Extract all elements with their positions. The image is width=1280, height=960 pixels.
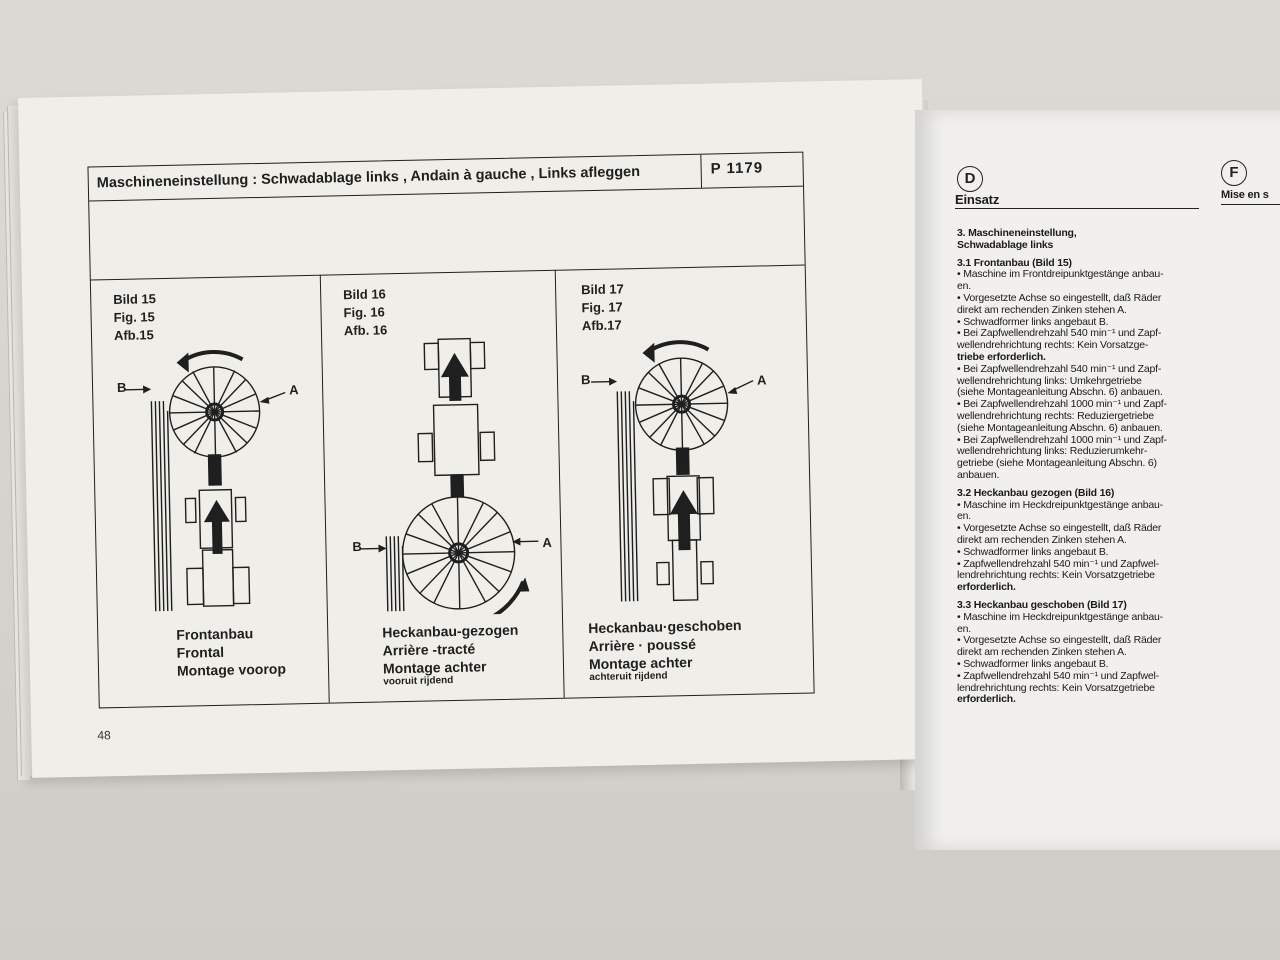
figure-label: Bild 17 <box>580 281 624 298</box>
instruction-line: • Schwadformer links angebaut B. <box>957 658 1109 670</box>
column-heading: Einsatz <box>955 192 1000 207</box>
left-page: Maschineneinstellung : Schwadablage link… <box>18 79 937 778</box>
instruction-line: • Schwadformer links angebaut B. <box>957 545 1109 558</box>
figure-15-diagram <box>125 349 286 612</box>
instruction-line: • Maschine im Heckdreipunktgestänge anba… <box>957 610 1163 623</box>
instruction-line: lendrehrichtung rechts: Kein Vorsatzgetr… <box>957 681 1155 694</box>
marker-b: B <box>580 372 591 388</box>
column-heading: Mise en s <box>1221 189 1269 201</box>
instruction-line: en. <box>957 510 971 523</box>
figure-15-labels: Bild 15 Fig. 15 Afb.15 <box>113 290 157 345</box>
instruction-line: • Vorgesetzte Achse so eingestellt, daß … <box>957 634 1162 647</box>
figure-row-divider <box>90 264 805 281</box>
instruction-line: erforderlich. <box>957 693 1016 706</box>
instruction-line: • Maschine im Frontdreipunktgestänge anb… <box>957 268 1164 281</box>
caption-line: Frontal <box>176 643 225 661</box>
instruction-line: 3.3 Heckanbau geschoben (Bild 17) <box>957 599 1127 611</box>
instruction-line: wellendrehrichtung links: Reduzierumkehr… <box>957 445 1148 458</box>
caption-line: Montage voorop <box>176 660 287 679</box>
instruction-line: direkt am rechenden Zinken stehen A. <box>957 303 1127 316</box>
instruction-line: (siehe Montageanleitung Abschn. 6) anbau… <box>957 386 1163 399</box>
instruction-line: (siehe Montageanleitung Abschn. 6) anbau… <box>957 421 1163 434</box>
figure-17-caption: Heckanbau·geschoben Arrière · poussé Mon… <box>588 616 743 683</box>
figure-16-labels: Bild 16 Fig. 16 Afb. 16 <box>343 285 387 340</box>
header-title: Maschineneinstellung : Schwadablage link… <box>96 163 641 192</box>
heading-rule <box>955 208 1199 209</box>
marker-b: B <box>352 538 363 555</box>
caption-line: Heckanbau·geschoben <box>588 616 742 637</box>
instruction-line: • Bei Zapfwellendrehzahl 1000 min⁻¹ und … <box>957 433 1167 446</box>
instruction-line: direkt am rechenden Zinken stehen A. <box>957 534 1127 546</box>
instruction-line: wellendrehrichtung rechts: Kein Vorsatzg… <box>957 339 1149 352</box>
marker-b: B <box>116 379 127 395</box>
marker-a: A <box>542 534 552 551</box>
instruction-line: en. <box>957 280 971 293</box>
right-page: D Einsatz 3. Maschineneinstellung, Schwa… <box>915 110 1280 850</box>
instruction-line: • Bei Zapfwellendrehzahl 540 min⁻¹ und Z… <box>957 362 1162 375</box>
figure-17-diagram <box>591 340 754 602</box>
header-code: P 1179 <box>710 159 764 178</box>
instruction-line: 3.2 Heckanbau gezogen (Bild 16) <box>957 486 1115 499</box>
instruction-line: 3. Maschineneinstellung, <box>957 227 1077 239</box>
caption-small: achteruit rijdend <box>589 670 668 684</box>
figure-table: Maschineneinstellung : Schwadablage link… <box>87 151 815 709</box>
instruction-line: • Schwadformer links angebaut B. <box>957 315 1109 328</box>
figure-label: Fig. 15 <box>113 309 155 326</box>
language-badge-d: D <box>957 166 983 192</box>
instruction-line: • Vorgesetzte Achse so eingestellt, daß … <box>957 292 1162 304</box>
instruction-line: Schwadablage links <box>957 238 1054 251</box>
instruction-line: direkt am rechenden Zinken stehen A. <box>957 646 1127 659</box>
instruction-line: • Vorgesetzte Achse so eingestellt, daß … <box>957 522 1162 535</box>
instruction-line: getriebe (siehe Montageanleitung Abschn.… <box>957 457 1157 470</box>
instruction-line: wellendrehrichtung rechts: Reduziergetri… <box>957 410 1154 422</box>
figure-label: Fig. 17 <box>581 299 623 316</box>
instruction-line: • Zapfwellendrehzahl 540 min⁻¹ und Zapfw… <box>957 669 1159 682</box>
heading-rule <box>1221 204 1280 205</box>
instruction-line: wellendrehrichtung links: Umkehrgetriebe <box>957 374 1142 387</box>
page-number: 48 <box>97 728 111 743</box>
figure-17-labels: Bild 17 Fig. 17 Afb.17 <box>581 280 625 335</box>
caption-small: vooruit rijdend <box>383 675 454 688</box>
figure-16-diagram <box>360 337 539 618</box>
instruction-line: • Bei Zapfwellendrehzahl 1000 min⁻¹ und … <box>957 398 1167 411</box>
caption-line: Heckanbau-gezogen <box>382 621 519 641</box>
header-column-divider <box>700 154 703 188</box>
figure-column-divider <box>554 269 565 698</box>
marker-a: A <box>756 372 767 388</box>
instruction-line: • Maschine im Heckdreipunktgestänge anba… <box>957 498 1163 511</box>
marker-a: A <box>289 382 299 398</box>
figure-label: Bild 16 <box>343 286 386 303</box>
instruction-line: 3.1 Frontanbau (Bild 15) <box>957 256 1072 269</box>
figure-label: Fig. 16 <box>343 304 385 321</box>
instruction-line: • Bei Zapfwellendrehzahl 540 min⁻¹ und Z… <box>957 327 1162 340</box>
caption-line: Frontanbau <box>176 625 254 643</box>
instruction-line: • Zapfwellendrehzahl 540 min⁻¹ und Zapfw… <box>957 557 1159 570</box>
figure-15-caption: Frontanbau Frontal Montage voorop <box>176 624 286 680</box>
instruction-line: triebe erforderlich. <box>957 351 1046 363</box>
language-badge-f: F <box>1221 160 1247 186</box>
figure-column-divider <box>319 274 330 703</box>
instruction-line: anbauen. <box>957 469 1000 481</box>
figure-label: Bild 15 <box>113 291 157 308</box>
instruction-line: en. <box>957 622 971 635</box>
figure-16-caption: Heckanbau-gezogen Arrière -tracté Montag… <box>382 621 519 688</box>
instruction-line: lendrehrichtung rechts: Kein Vorsatzgetr… <box>957 569 1155 582</box>
instruction-line: erforderlich. <box>957 581 1016 594</box>
